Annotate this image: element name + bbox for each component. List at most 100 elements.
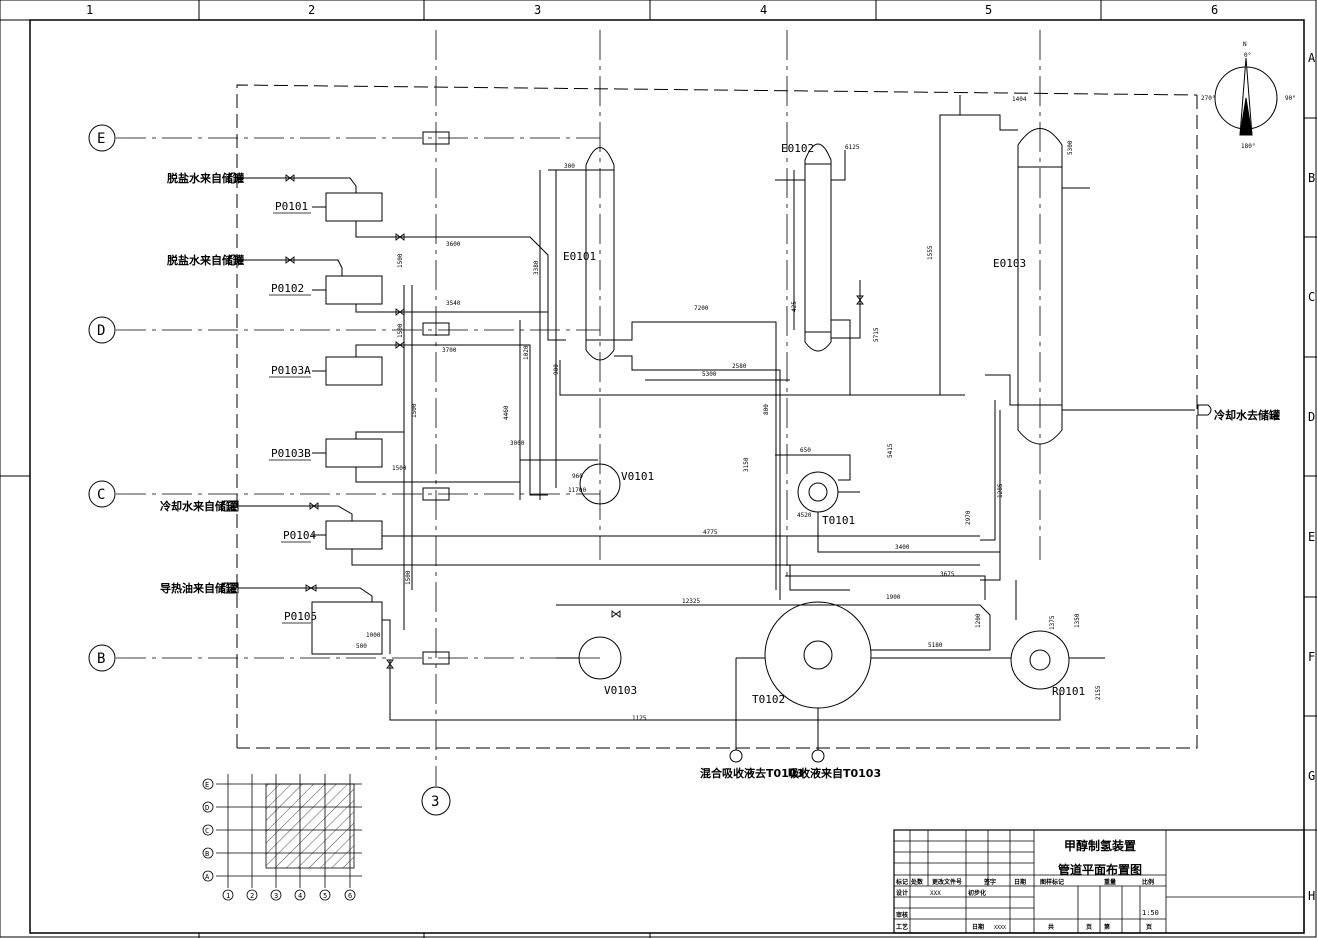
title-block-cell: 第 — [1103, 923, 1110, 931]
inlet-symbol — [227, 254, 239, 266]
grid-bubbles: E D C B 3 — [88, 124, 451, 816]
inlet-symbol — [811, 749, 825, 763]
pump-P0102 — [325, 275, 383, 305]
key-plan-label: 4 — [298, 892, 302, 900]
dimension: 1285 — [997, 483, 1004, 498]
grid-label: E — [97, 131, 105, 147]
dimension: 1000 — [366, 632, 381, 639]
dimension-labels: 3600 3540 3700 1500 1500 1500 1500 1500 … — [356, 96, 1102, 722]
dimension: 5715 — [873, 327, 880, 342]
drawing-subtitle: 管道平面布置图 — [1058, 862, 1142, 877]
outlet-symbol — [729, 749, 743, 763]
pump-P0101 — [325, 192, 383, 222]
pump-P0103A — [325, 356, 383, 386]
pump-P0104 — [325, 520, 383, 550]
pumps — [311, 192, 383, 655]
grid-label: 3 — [431, 794, 439, 810]
dimension: 1500 — [411, 403, 418, 418]
valve — [305, 584, 317, 592]
dimension: 1500 — [397, 323, 404, 338]
grid-bubble-D — [88, 316, 116, 344]
vessel-V0101 — [579, 463, 621, 505]
frame-column-labels: 1 2 3 4 5 6 — [86, 3, 1218, 17]
tower-T0101 — [797, 471, 839, 513]
key-plan-label: C — [205, 827, 209, 835]
compass-label: 90° — [1285, 95, 1296, 102]
title-block-cell: 初步化 — [968, 889, 986, 897]
row-label: G — [1308, 769, 1315, 783]
stream-label: 脱盐水来自储罐 — [167, 171, 244, 185]
dimension: 3600 — [446, 241, 461, 248]
col-label: 2 — [308, 3, 315, 17]
row-label: F — [1308, 650, 1315, 664]
grid-axes — [116, 30, 1041, 786]
equipment-tag: E0101 — [563, 250, 596, 263]
valves — [285, 174, 864, 669]
dimension: 2155 — [1095, 685, 1102, 700]
building-outline — [236, 84, 1198, 749]
dimension: 4520 — [797, 512, 812, 519]
valve — [285, 174, 295, 182]
key-plan-label: 1 — [226, 892, 230, 900]
stream-label: 吸收液来自T0103 — [788, 766, 881, 780]
dimension: 3675 — [940, 571, 955, 578]
dimension: 4775 — [703, 529, 718, 536]
key-plan-label: E — [205, 781, 209, 789]
vessel-labels: V0101 V0103 T0101 T0102 R0101 — [604, 470, 1085, 706]
grid-label: B — [97, 651, 105, 667]
dimension: 6125 — [845, 144, 860, 151]
exchanger-E0102 — [804, 143, 832, 352]
title-block-cell: 签字 — [983, 878, 996, 886]
title-block-cell: 重量 — [1104, 878, 1116, 886]
dimension: 1125 — [632, 715, 647, 722]
inlet-symbol — [220, 582, 239, 594]
heat-exchangers — [585, 128, 1063, 445]
valve — [386, 659, 394, 669]
inlet-symbol — [220, 500, 239, 512]
pump-labels: P0101 P0102 P0103A P0103B P0104 P0105 — [271, 200, 317, 623]
title-block-cell: 工艺 — [896, 923, 908, 931]
title-block-cell: 审核 — [896, 911, 908, 919]
dimension: 500 — [356, 643, 367, 650]
dimension: 1555 — [927, 245, 934, 260]
dimension: 12325 — [682, 598, 700, 605]
dimension: 1350 — [1074, 613, 1081, 628]
equipment-tag: R0101 — [1052, 685, 1085, 698]
equipment-tag: V0101 — [621, 470, 654, 483]
piping — [238, 95, 1195, 750]
dimension: 5415 — [887, 443, 894, 458]
col-label: 5 — [985, 3, 992, 17]
dimension: 4460 — [503, 405, 510, 420]
valve — [395, 341, 405, 349]
col-label: 4 — [760, 3, 767, 17]
dimension: 5300 — [1067, 140, 1074, 155]
exchanger-E0101 — [585, 147, 615, 361]
dimension: 1020 — [523, 345, 530, 360]
grid-bubble-C — [88, 480, 116, 508]
grid-bubble-B — [88, 644, 116, 672]
dimension: 1375 — [1049, 615, 1056, 630]
pump-P0105 — [311, 601, 383, 655]
title-block-cell: 标记 — [895, 878, 908, 886]
dimension: 3700 — [442, 347, 457, 354]
compass-label: 0° — [1244, 52, 1251, 59]
equipment-tag: P0104 — [283, 529, 316, 542]
dimension: 300 — [564, 163, 575, 170]
grid-label: C — [97, 487, 105, 503]
row-label: C — [1308, 290, 1315, 304]
title-block-cell: XXXX — [994, 925, 1006, 931]
valve — [611, 610, 621, 618]
equipment-tag: P0103A — [271, 364, 311, 377]
row-label: H — [1308, 889, 1315, 903]
stream-labels: 脱盐水来自储罐 脱盐水来自储罐 冷却水来自储罐 导热油来自储罐 冷却水去储罐 混… — [160, 171, 1280, 780]
col-label: 1 — [86, 3, 93, 17]
exchanger-labels: E0101 E0102 E0103 — [563, 142, 1026, 270]
drawing-title: 甲醇制氢装置 — [1064, 838, 1136, 853]
compass-label: N — [1243, 41, 1247, 48]
row-label: A — [1308, 51, 1316, 65]
dimension: 1200 — [975, 613, 982, 628]
dimension: 2580 — [732, 363, 747, 370]
title-block: 甲醇制氢装置 管道平面布置图 标记 处数 更改文件号 签字 日期 设计 XXX … — [893, 829, 1305, 934]
